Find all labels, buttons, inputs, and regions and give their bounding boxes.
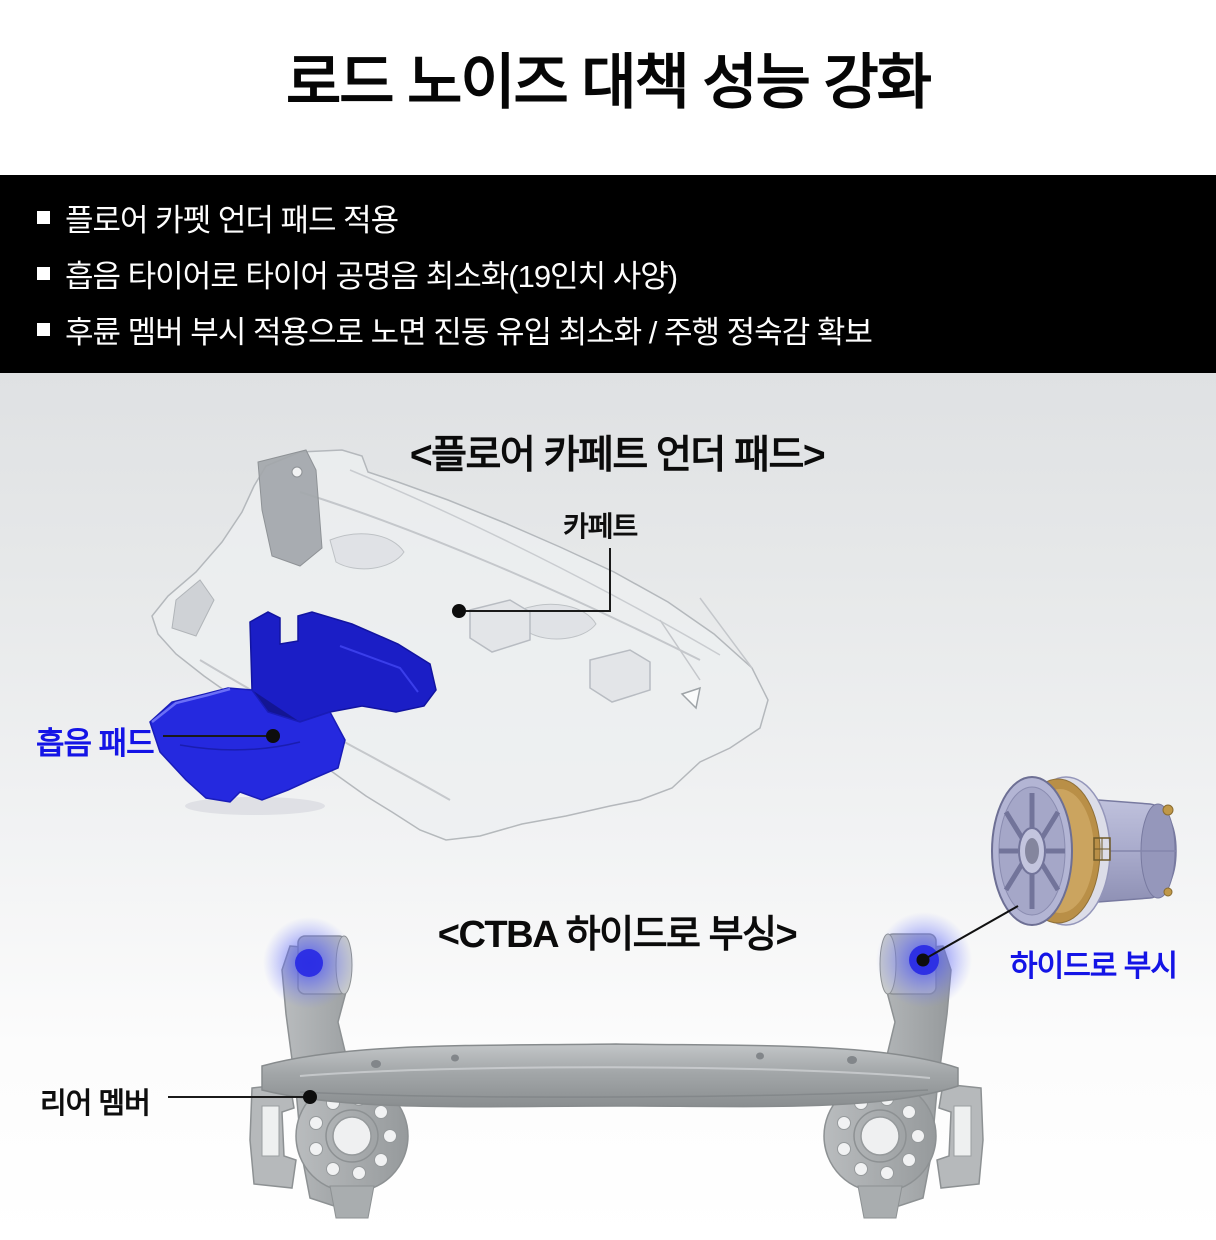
carpet-callout-label: 카페트 (563, 511, 638, 542)
bushing-leader-line (916, 905, 1019, 967)
hydro-bushing-illustration (991, 776, 1177, 926)
title-bar: 로드 노이즈 대책 성능 강화 (0, 0, 1216, 175)
hydro-bushing-callout-label: 하이드로 부시 (1010, 950, 1178, 983)
rear-axle-illustration (249, 912, 984, 1219)
sound-absorbing-pad-illustration (149, 611, 437, 815)
bushing-anchor-dot (916, 953, 930, 967)
square-bullet-icon (37, 210, 50, 224)
banner-bullet-row: 플로어 카펫 언더 패드 적용 (37, 200, 1196, 238)
pad-anchor-dot (266, 729, 280, 743)
carpet-section-heading: <플로어 카페트 언더 패드> (409, 434, 826, 477)
ctba-section-heading: <CTBA 하이드로 부싱> (437, 914, 798, 956)
rear-member-callout-label: 리어 멤버 (40, 1088, 151, 1120)
member-leader-line (168, 1090, 317, 1104)
square-bullet-icon (37, 322, 50, 336)
banner-bullet-text: 플로어 카펫 언더 패드 적용 (65, 202, 399, 238)
carpet-leader-line (452, 548, 611, 618)
banner-bullet-row: 후륜 멤버 부시 적용으로 노면 진동 유입 최소화 / 주행 정숙감 확보 (37, 312, 1196, 350)
banner-bullet-text: 후륜 멤버 부시 적용으로 노면 진동 유입 최소화 / 주행 정숙감 확보 (65, 314, 873, 350)
banner-bullet-text: 흡음 타이어로 타이어 공명음 최소화(19인치 사양) (65, 258, 678, 294)
square-bullet-icon (37, 266, 50, 280)
absorbing-pad-callout-label: 흡음 패드 (36, 726, 155, 761)
left-bushing-glow (263, 917, 355, 1009)
carpet-anchor-dot (452, 604, 466, 618)
banner-bullet-row: 흡음 타이어로 타이어 공명음 최소화(19인치 사양) (37, 256, 1196, 294)
summary-banner: 플로어 카펫 언더 패드 적용 흡음 타이어로 타이어 공명음 최소화(19인치… (0, 175, 1216, 373)
page-title: 로드 노이즈 대책 성능 강화 (286, 49, 932, 116)
pad-leader-line (163, 729, 280, 743)
left-spindle-plate (295, 1079, 409, 1219)
member-anchor-dot (303, 1090, 317, 1104)
